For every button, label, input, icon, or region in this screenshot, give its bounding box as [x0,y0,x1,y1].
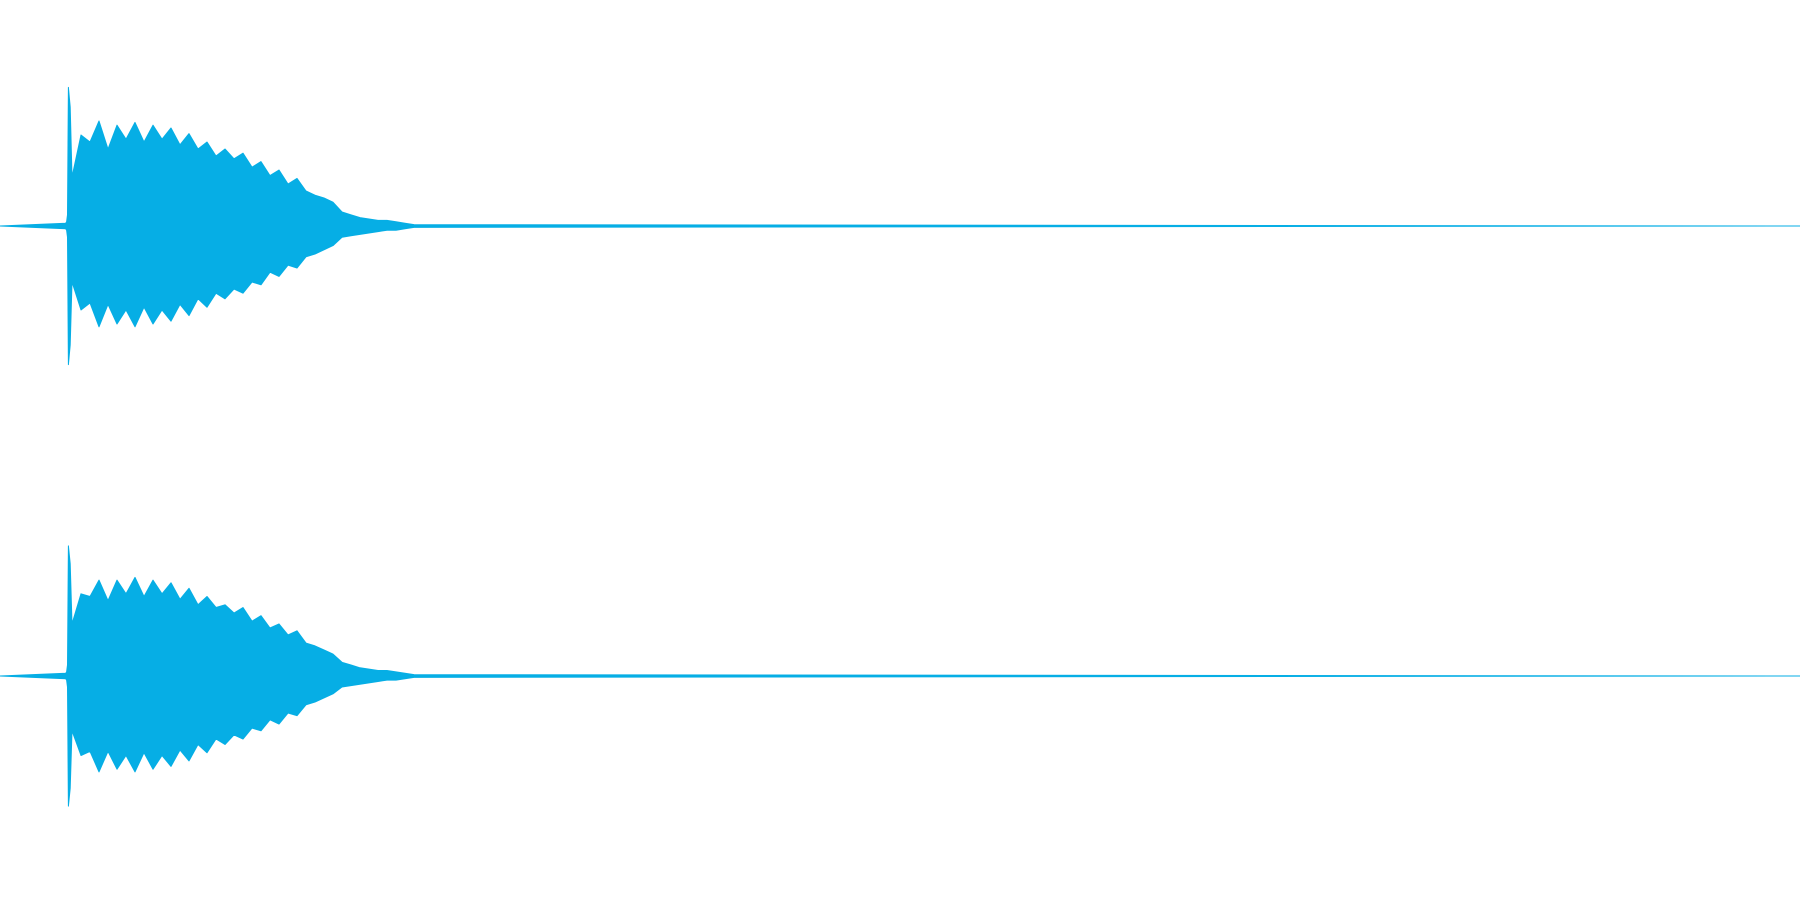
channels-group [0,86,1800,807]
channel-2-waveform [0,545,1800,807]
channel-1-waveform [0,86,1800,366]
